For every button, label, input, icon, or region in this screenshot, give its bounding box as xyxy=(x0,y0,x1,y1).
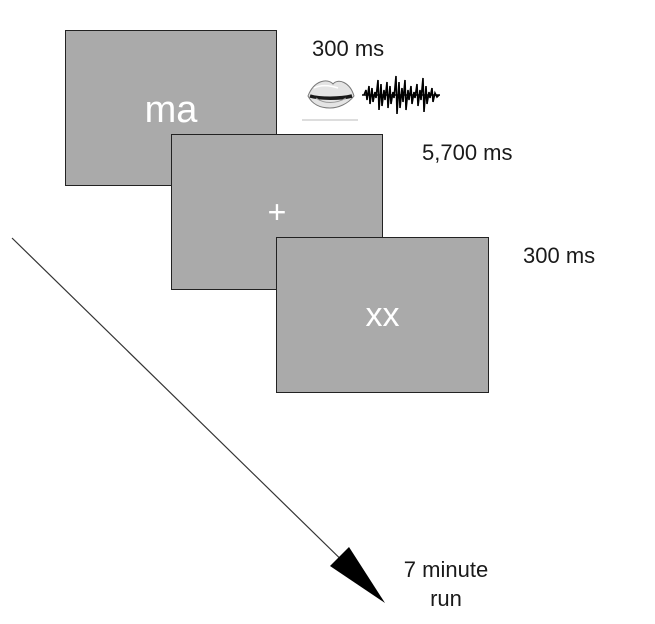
run-label-line1: 7 minute xyxy=(403,557,489,582)
mouth-icon xyxy=(302,80,358,121)
stimulus-screen-response: xx xyxy=(276,237,489,393)
duration-label-fixation: 5,700 ms xyxy=(422,140,513,165)
run-duration-label: 7 minute run xyxy=(382,555,510,613)
fixation-cross: + xyxy=(267,193,287,230)
run-label-line2: run xyxy=(430,586,462,611)
duration-label-stimulus: 300 ms xyxy=(312,36,385,61)
waveform-icon xyxy=(362,75,440,115)
stimulus-text-syllable: ma xyxy=(144,88,198,131)
duration-label-response: 300 ms xyxy=(523,243,596,268)
stimulus-text-response: xx xyxy=(365,295,400,334)
